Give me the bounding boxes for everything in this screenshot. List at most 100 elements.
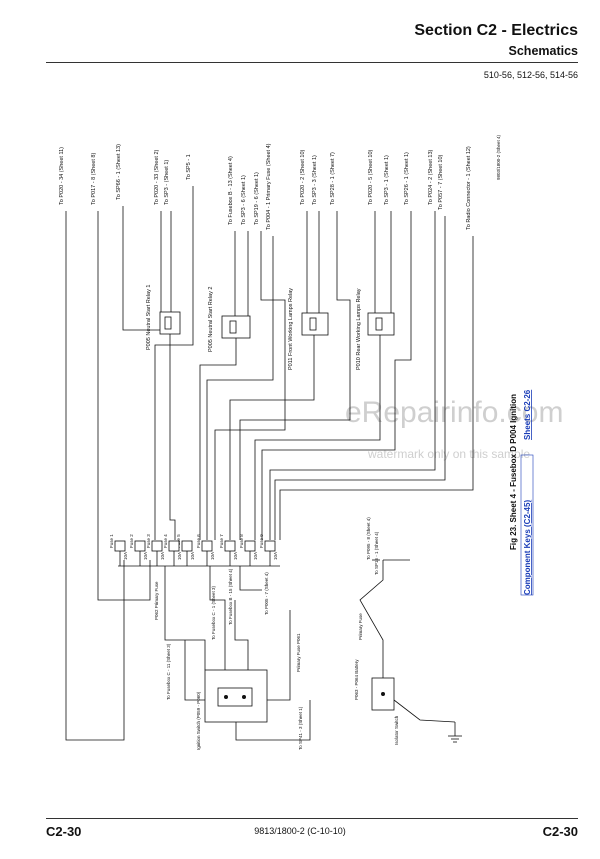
connector-label: To SP66 - 1 (Sheet 13): [116, 144, 122, 200]
relay-neutral-start-1: P005 Neutral Start Relay 1: [146, 285, 181, 350]
component-label: To P005 - 7 (Sheet 4): [264, 572, 269, 615]
fuse-label: Fuse 3: [146, 534, 151, 548]
component-label: To P095 - 8 (Sheet 4): [366, 517, 371, 560]
wire: [209, 566, 226, 670]
relay-label: P005 Neutral Start Relay 1: [146, 285, 152, 350]
connector-label: To SP28 - 1 (Sheet 7): [330, 152, 336, 205]
wire: [267, 610, 291, 701]
sheets-link[interactable]: Sheets C2-26: [523, 389, 532, 440]
footer-rule: [46, 818, 578, 819]
fuse: [114, 540, 126, 552]
connector-label: To SP5 - 1: [186, 154, 192, 180]
component-label: To Fusebox B - 15 (Sheet 4): [228, 568, 233, 625]
wire: [393, 699, 456, 723]
connector-label: To Radio Connector - 1 (Sheet 12): [466, 146, 472, 230]
label-group: To P020 - 34 (Sheet 11) To P017 - 8 (Shee…: [59, 143, 472, 750]
wire: [169, 334, 176, 540]
wire: [122, 262, 160, 331]
wire: [261, 262, 412, 540]
wire: [359, 560, 384, 678]
battery: [371, 677, 395, 711]
relay-front-working-lamps: P011 Front Working Lamps Relay: [288, 288, 329, 370]
component-label: To SP41 - 3 (Sheet 1): [298, 706, 303, 750]
drawing-id: 9803/1800-2 (Sheet 4): [496, 134, 501, 180]
fuse: [151, 540, 163, 552]
connector-label: To P004 - 1 Primary Fuse (Sheet 4): [266, 143, 272, 230]
wire: [184, 640, 205, 701]
connector-label: To P020 - 33 (Sheet 2): [154, 149, 160, 205]
wire: [154, 262, 194, 540]
connector-label: To SP3 - 1 (Sheet 1): [384, 155, 390, 205]
component-label: To Fusebox C - 1 (Sheet 3): [211, 585, 216, 640]
relay-label: P011 Front Working Lamps Relay: [288, 288, 294, 370]
fuse: [244, 540, 256, 552]
wire: [279, 262, 474, 540]
component-keys-link[interactable]: Component Keys (C2-45): [523, 500, 532, 595]
fuse-label: Fuse 7: [219, 534, 224, 548]
fuse-rating-label: 10A: [160, 552, 165, 560]
wire: [274, 262, 446, 540]
fuse: [224, 540, 236, 552]
component-label: Ignition Switch (P059 - P060): [196, 691, 201, 750]
fusebox-d: [114, 540, 276, 552]
wire: [269, 262, 436, 540]
fuse-label: Fuse 4: [163, 534, 168, 548]
component-label: Primary Fuse P061: [296, 633, 301, 672]
connector-label: To P024 - 2 (Sheet 13): [428, 149, 434, 205]
fuse-rating-label: 10A: [253, 552, 258, 560]
relay-label: P010 Rear Working Lamps Relay: [356, 288, 362, 370]
ground-symbol: [448, 722, 462, 743]
connector-label: To SP3 - (Sheet 1): [164, 160, 170, 205]
connector-label: To Fusebox B - 13 (Sheet 4): [228, 156, 234, 225]
wire: [235, 700, 311, 741]
fuse-label: Fuse 8: [239, 534, 244, 548]
connector-label: To P017 - 8 (Sheet 8): [91, 153, 97, 205]
wire: [229, 335, 315, 540]
connector-label: To P057 - 7 (Sheet 10): [438, 154, 444, 210]
fuse-label: Fuse 9: [259, 534, 264, 548]
document-number: 9813/1800-2 (C-10-10): [254, 826, 346, 836]
connector-label: To SP19 - 6 (Sheet 1): [254, 172, 260, 225]
fuse: [264, 540, 276, 552]
connector-label: To P020 - 5 (Sheet 10): [368, 149, 374, 205]
wire: [214, 262, 286, 540]
fuse: [201, 540, 213, 552]
model-list: 510-56, 512-56, 514-56: [483, 70, 578, 80]
fuse: [134, 540, 146, 552]
fuse-rating-label: 10A: [177, 552, 182, 560]
section-subtitle: Schematics: [508, 44, 578, 58]
wire: [97, 262, 151, 601]
component-label: P062 Primary Fuse: [154, 581, 159, 620]
connector-label: To P020 - 34 (Sheet 11): [59, 147, 65, 205]
component-label: To Fusebox C - 11 (Sheet 3): [166, 643, 171, 700]
fuse-rating-label: 10A: [210, 552, 215, 560]
relay-rear-working-lamps: P010 Rear Working Lamps Relay: [356, 288, 395, 370]
watermark-note: watermark only on this sample: [367, 447, 530, 461]
watermark-logo: eRepairinfo.com: [345, 396, 563, 429]
connector-label: To SP3 - 6 (Sheet 1): [241, 175, 247, 225]
fuse: [181, 540, 193, 552]
wire-group: [65, 186, 474, 741]
page-number-left: C2-30: [46, 824, 82, 839]
wire: [234, 600, 249, 670]
connector-label: To SP26 - 1 (Sheet 1): [404, 152, 410, 205]
fuse-label: Fuse 6: [196, 534, 201, 548]
fuse-rating-label: 10A: [143, 552, 148, 560]
fuse: [168, 540, 180, 552]
connector-label: To SP3 - 3 (Sheet 1): [312, 155, 318, 205]
fuse-rating-label: 10A: [233, 552, 238, 560]
component-label: P063 - P064 Battery: [354, 659, 359, 700]
wire: [206, 262, 274, 540]
component-label: Isolator Switch: [394, 715, 399, 745]
figure-caption: Fig 23. Sheet 4 - Fusebox D P004 Ignitio…: [509, 394, 518, 550]
component-label: Primary Fuse: [358, 613, 363, 640]
wire: [199, 338, 237, 540]
fuse-rating-label: 10A: [123, 552, 128, 560]
relay-neutral-start-2: P005 Neutral Start Relay 2: [208, 287, 251, 352]
relay-label: P005 Neutral Start Relay 2: [208, 287, 214, 352]
section-title: Section C2 - Electrics: [414, 22, 578, 39]
fuse-label: Fuse 1: [109, 534, 114, 548]
page-number-right: C2-30: [542, 824, 578, 839]
component-label: To SP16 - 1 (Sheet 4): [374, 531, 379, 575]
wire: [239, 262, 351, 540]
